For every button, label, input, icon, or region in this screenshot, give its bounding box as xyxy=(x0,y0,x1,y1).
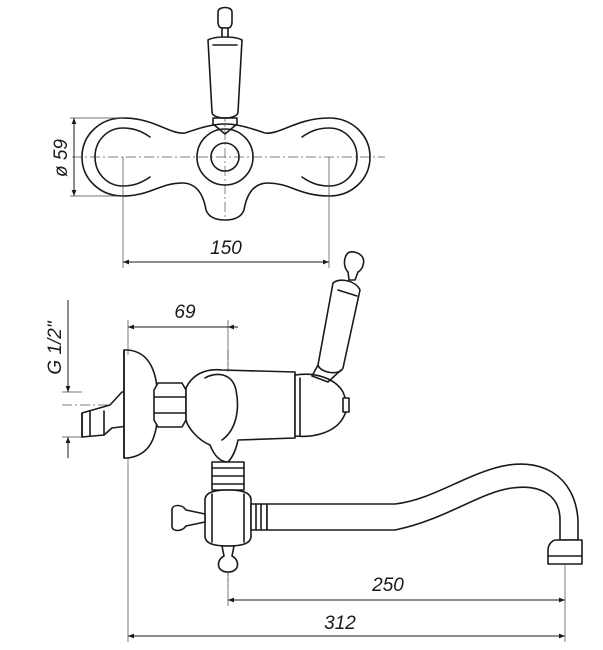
top-right-inner-arc xyxy=(301,127,358,187)
top-handle xyxy=(207,6,243,135)
width-top-label: 150 xyxy=(210,238,242,259)
diverter-knob-left xyxy=(171,504,206,532)
spout-collar xyxy=(250,503,268,531)
top-center-ring-inner xyxy=(210,142,240,172)
mixer-body xyxy=(185,368,296,463)
top-view: ø 59 150 xyxy=(51,6,385,268)
wall-flange xyxy=(123,349,159,459)
inlet-nipple xyxy=(81,391,129,438)
valve-cap xyxy=(342,397,350,413)
thread-label: G 1/2" xyxy=(45,320,66,374)
spout xyxy=(266,463,579,541)
diameter-label: ø 59 xyxy=(51,139,72,177)
diverter-ball xyxy=(204,489,252,547)
hex-nut xyxy=(153,382,187,428)
top-body-outline xyxy=(81,117,371,221)
top-center-ring-outer xyxy=(196,128,254,186)
total-label: 312 xyxy=(324,613,356,634)
side-view: G 1/2" 69 250 312 xyxy=(45,251,583,642)
valve-bonnet xyxy=(294,373,347,438)
spout-label: 250 xyxy=(371,575,404,596)
offset-label: 69 xyxy=(174,302,196,323)
spout-outlet xyxy=(547,539,583,565)
top-left-inner-arc xyxy=(94,127,151,187)
side-handle xyxy=(311,251,365,383)
diverter-knob-bottom xyxy=(217,545,239,573)
